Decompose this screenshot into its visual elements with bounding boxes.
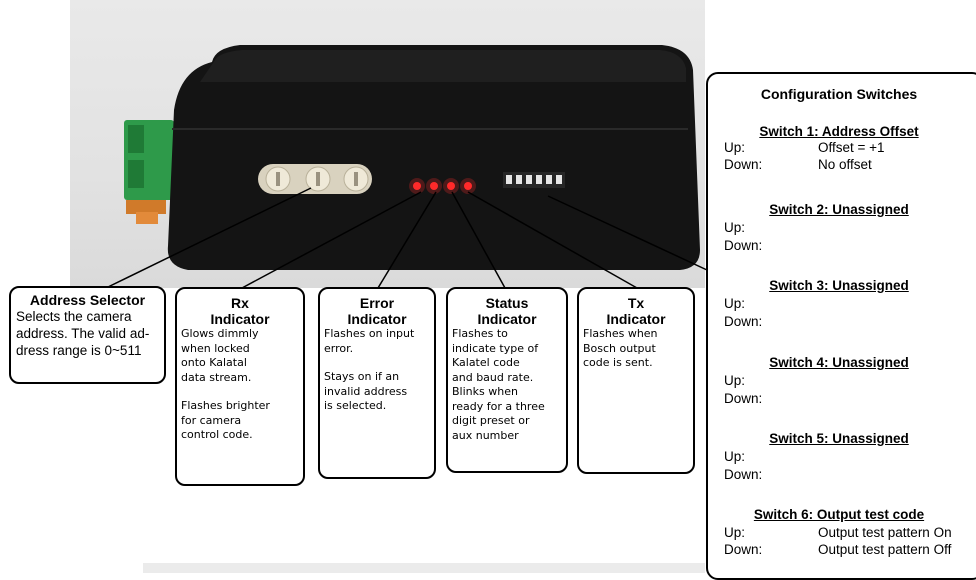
status-line: and baud rate.	[452, 370, 534, 384]
switch-1-down-label: Down:	[724, 157, 763, 172]
switch-6-heading: Switch 6: Output test code	[753, 507, 925, 522]
switch-6-down-label: Down:	[724, 542, 763, 557]
rx-line: data stream.	[181, 370, 252, 384]
leader-error	[377, 191, 437, 289]
rx-line: Flashes brighter	[181, 399, 270, 412]
switch-3-heading: Switch 3: Unassigned	[769, 278, 909, 293]
tx-line: Bosch output	[583, 341, 656, 355]
switch-4-heading: Switch 4: Unassigned	[769, 355, 909, 370]
rx-title-2: Indicator	[210, 311, 270, 327]
error-title-1: Error	[359, 295, 395, 311]
switch-2-up-label: Up:	[724, 220, 746, 235]
address-selector-line: dress range is 0~511	[16, 343, 142, 358]
switch-5-down-label: Down:	[724, 467, 763, 482]
switch-4-up-label: Up:	[724, 373, 746, 388]
switch-1-up-label: Up:	[724, 140, 746, 155]
switch-3-down-label: Down:	[724, 314, 763, 329]
config-title: Configuration Switches	[760, 86, 918, 102]
address-selector-callout: Address Selector Selects the camera addr…	[9, 286, 166, 384]
leader-status	[451, 191, 506, 289]
switch-5-heading: Switch 5: Unassigned	[769, 431, 909, 446]
leader-address-selector	[107, 187, 312, 288]
tx-line: code is sent.	[583, 356, 653, 369]
address-selector-line: address. The valid ad-	[16, 326, 150, 341]
rx-indicator-callout: Rx Indicator Glows dimmly when locked on…	[175, 287, 305, 486]
rx-line: onto Kalatal	[181, 356, 247, 369]
address-selector-title: Address Selector	[29, 292, 146, 308]
tx-title-2: Indicator	[606, 311, 666, 327]
switch-2-down-label: Down:	[724, 238, 763, 253]
switch-2-heading: Switch 2: Unassigned	[769, 202, 909, 217]
error-line: Flashes on input	[324, 327, 415, 340]
switch-4-down-label: Down:	[724, 391, 763, 406]
error-description: Flashes on input error. Stays on if an i…	[320, 327, 434, 414]
status-line: Flashes to	[452, 327, 508, 340]
switch-1-up-value: Offset = +1	[818, 140, 885, 155]
status-line: Kalatel code	[452, 356, 520, 369]
error-indicator-callout: Error Indicator Flashes on input error. …	[318, 287, 436, 479]
error-line: error.	[324, 341, 354, 355]
status-line: aux number	[452, 428, 519, 442]
rx-line: control code.	[181, 428, 253, 441]
status-description: Flashes to indicate type of Kalatel code…	[448, 327, 566, 443]
switch-1-heading: Switch 1: Address Offset	[759, 124, 919, 139]
leader-rx	[241, 191, 422, 289]
address-selector-description: Selects the camera address. The valid ad…	[11, 308, 164, 359]
error-title-2: Indicator	[347, 311, 407, 327]
switch-6-up-label: Up:	[724, 525, 746, 540]
switch-3-up-label: Up:	[724, 296, 746, 311]
error-line: invalid address	[324, 384, 408, 398]
switch-6-up-value: Output test pattern On	[818, 525, 952, 540]
photo-bottom-strip	[143, 563, 705, 573]
switch-1-down-value: No offset	[818, 157, 872, 172]
dip-switch-bank	[503, 172, 565, 188]
rx-title-1: Rx	[231, 295, 249, 311]
status-line: Blinks when	[452, 385, 518, 398]
terminal-block	[124, 120, 174, 224]
status-line: digit preset or	[452, 414, 530, 427]
error-line: Stays on if an	[324, 370, 400, 383]
leader-tx	[467, 191, 638, 289]
tx-indicator-callout: Tx Indicator Flashes when Bosch output c…	[577, 287, 695, 474]
rx-description: Glows dimmly when locked onto Kalatal da…	[177, 327, 303, 443]
rx-line: when locked	[181, 341, 250, 355]
address-selector-switches	[258, 164, 372, 194]
tx-line: Flashes when	[583, 327, 658, 340]
tx-description: Flashes when Bosch output code is sent.	[579, 327, 693, 371]
switch-6-down-value: Output test pattern Off	[818, 542, 952, 557]
error-line: is selected.	[324, 399, 387, 412]
status-title-1: Status	[485, 295, 529, 311]
device-body	[167, 45, 701, 270]
switch-5-up-label: Up:	[724, 449, 746, 464]
status-line: indicate type of	[452, 341, 539, 355]
rx-line: for camera	[181, 413, 242, 427]
status-indicator-callout: Status Indicator Flashes to indicate typ…	[446, 287, 568, 473]
address-selector-line: Selects the camera	[16, 309, 132, 324]
rx-line: Glows dimmly	[181, 327, 259, 340]
status-title-2: Indicator	[477, 311, 537, 327]
configuration-switches-panel: Configuration Switches Switch 1: Address…	[706, 72, 976, 580]
led-indicators	[409, 178, 476, 194]
tx-title-1: Tx	[627, 295, 645, 311]
leader-config	[547, 195, 708, 271]
status-line: ready for a three	[452, 399, 545, 413]
leader-lines	[107, 187, 708, 289]
